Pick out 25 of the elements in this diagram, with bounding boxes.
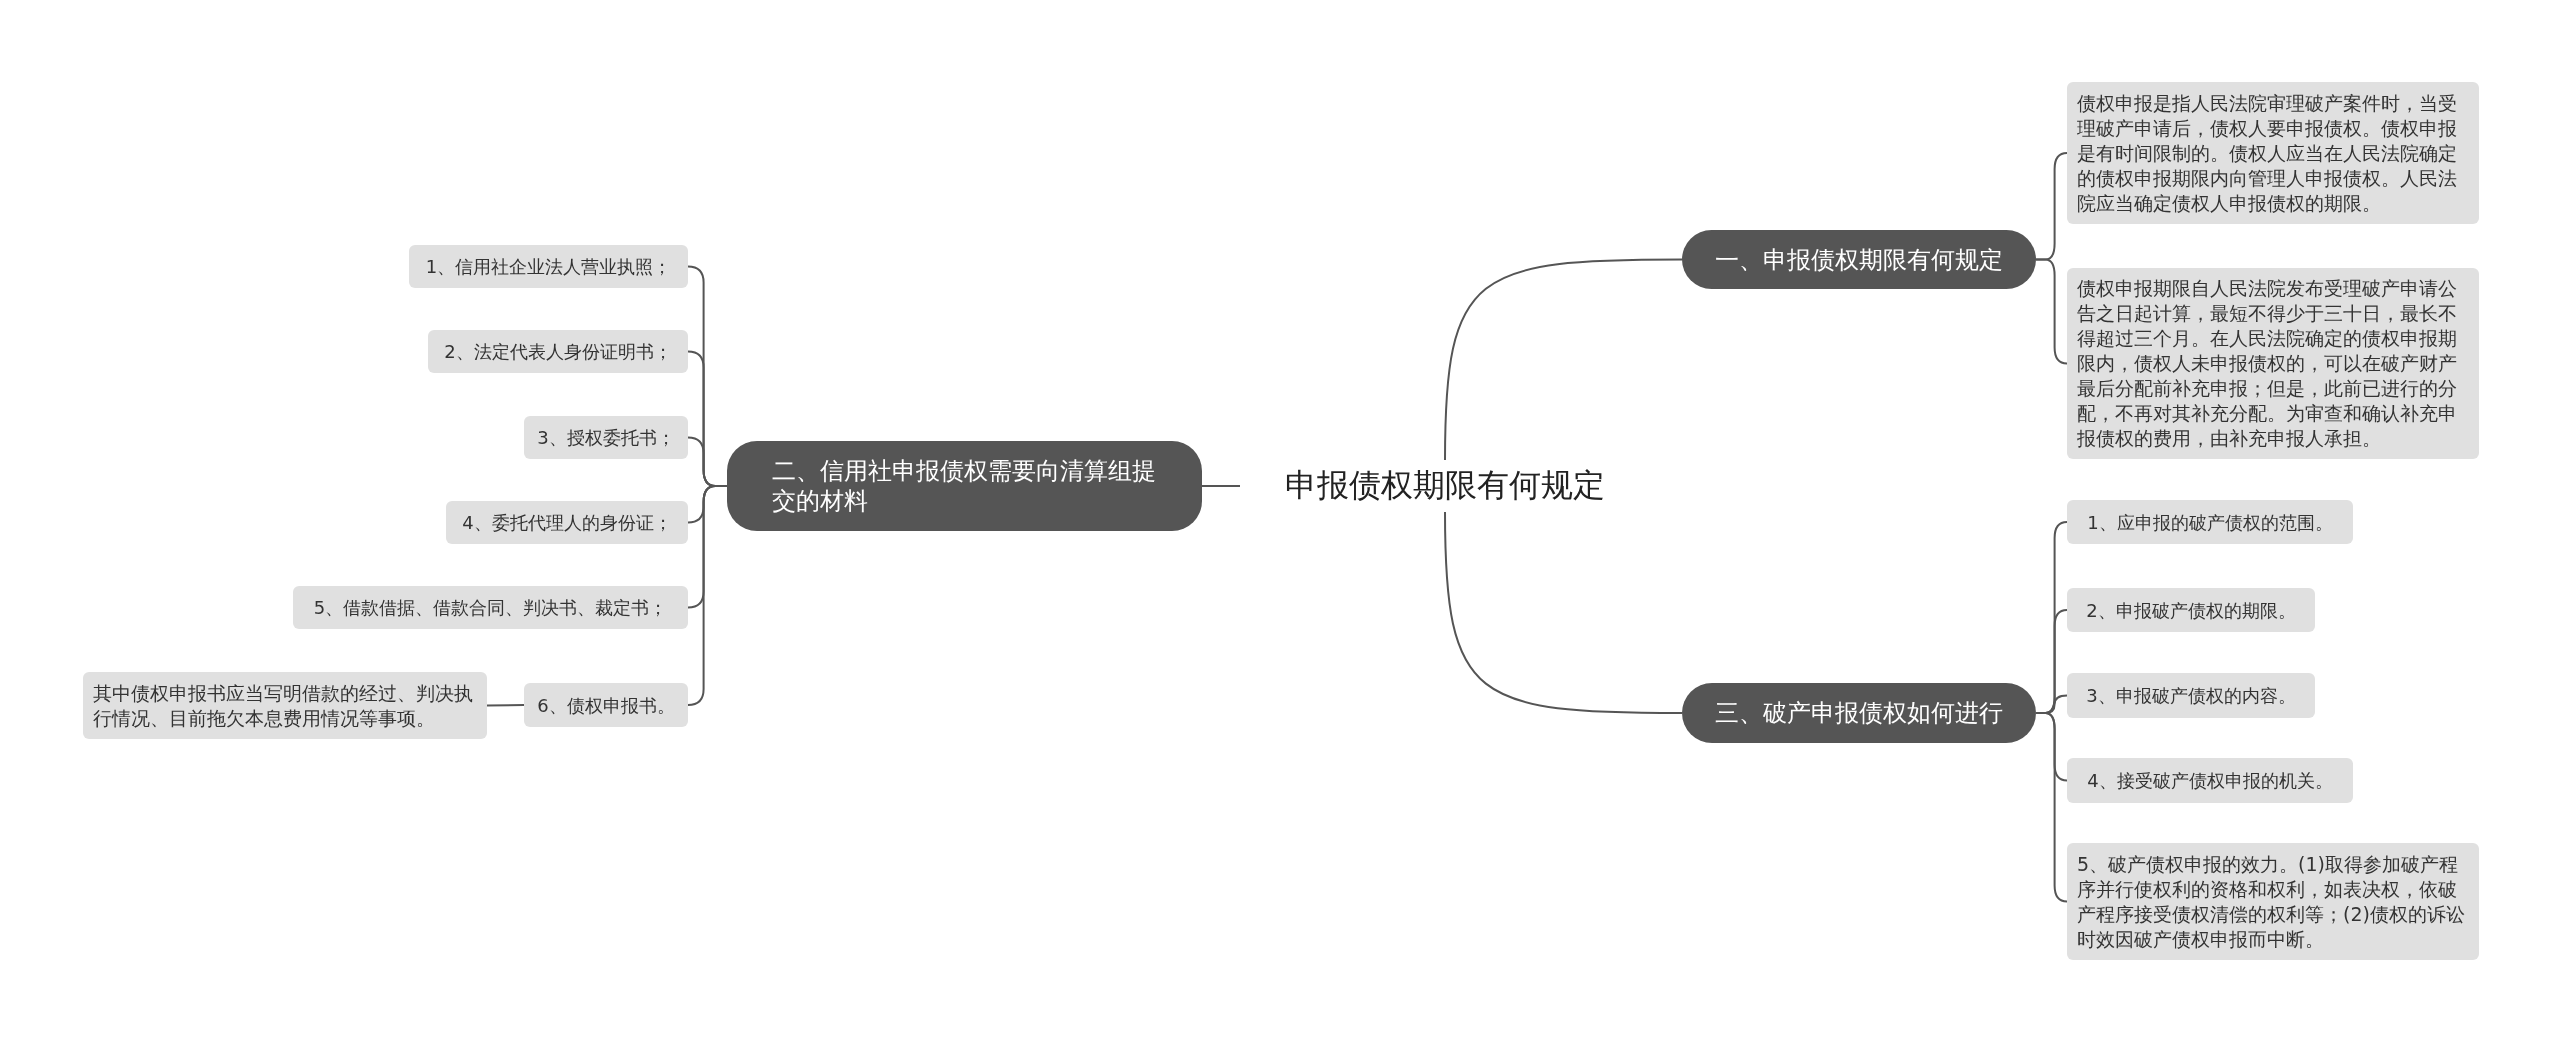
subtopic-box: 2、法定代表人身份证明书； bbox=[428, 330, 688, 373]
subtopic-box: 6、债权申报书。 bbox=[524, 683, 688, 727]
subtopic-box: 3、授权委托书； bbox=[524, 416, 688, 459]
central-topic: 申报债权期限有何规定 bbox=[1265, 460, 1625, 512]
subtopic-box: 4、接受破产债权申报的机关。 bbox=[2067, 758, 2353, 803]
connector-line bbox=[687, 485, 728, 706]
topic-box: 三、破产申报债权如何进行 bbox=[1682, 683, 2036, 743]
subtopic-box: 3、申报破产债权的内容。 bbox=[2067, 673, 2315, 718]
connector-line bbox=[2035, 712, 2068, 903]
subtopic-box: 1、信用社企业法人营业执照； bbox=[409, 245, 688, 288]
topic-box: 二、信用社申报债权需要向清算组提交的材料 bbox=[727, 441, 1202, 531]
subtopic-box: 2、申报破产债权的期限。 bbox=[2067, 588, 2315, 632]
connector-line bbox=[486, 704, 525, 707]
subtopic-box: 债权申报是指人民法院审理破产案件时，当受理破产申请后，债权人要申报债权。债权申报是有时间限制的。债权人应当在人民法院确定的债权申报期限内向管理人申报债权。人民法院应当确定债权人申报债权的期限。 bbox=[2067, 82, 2479, 224]
topic-box: 一、申报债权期限有何规定 bbox=[1682, 230, 2036, 289]
connector-line bbox=[1444, 511, 1683, 714]
subtopic-box: 5、破产债权申报的效力。(1)取得参加破产程序并行使权利的资格和权利，如表决权，依破产程序接受债权清偿的权利等；(2)债权的诉讼时效因破产债权申报而中断。 bbox=[2067, 843, 2479, 960]
subtopic-box: 4、委托代理人的身份证； bbox=[446, 501, 688, 544]
connector-line bbox=[1444, 258, 1683, 461]
connector-line bbox=[1201, 485, 1241, 487]
subtopic-box: 5、借款借据、借款合同、判决书、裁定书； bbox=[293, 586, 688, 629]
subtopic-box: 债权申报期限自人民法院发布受理破产申请公告之日起计算，最短不得少于三十日，最长不得超过三个月。在人民法院确定的债权申报期限内，债权人未申报债权的，可以在破产财产最后分配前补充申报；但是，此前已进行的分配，不再对其补充分配。为审查和确认补充申报债权的费用，由补充申报人承担。 bbox=[2067, 268, 2479, 459]
connector-line bbox=[2035, 258, 2068, 365]
subtopic-box: 1、应申报的破产债权的范围。 bbox=[2067, 500, 2353, 544]
subtopic-box: 其中债权申报书应当写明借款的经过、判决执行情况、目前拖欠本息费用情况等事项。 bbox=[83, 672, 487, 739]
